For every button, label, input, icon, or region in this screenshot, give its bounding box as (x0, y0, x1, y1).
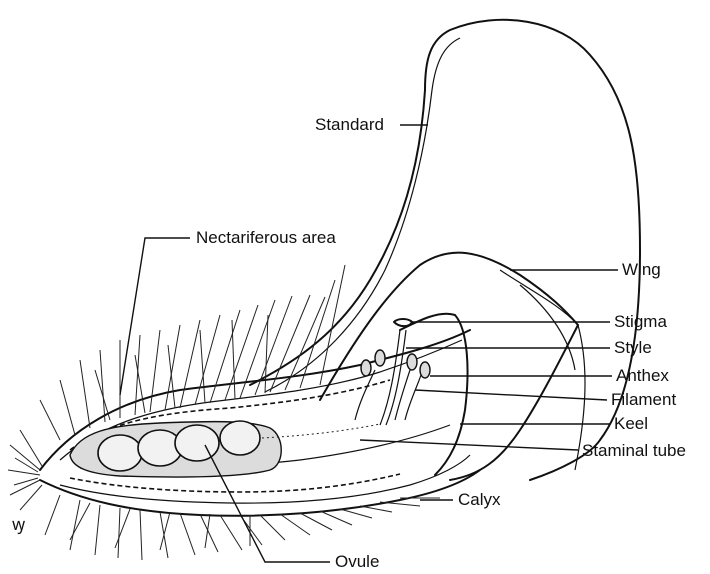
style-stem (380, 330, 406, 425)
base-mark: ꝡ (12, 515, 25, 535)
ovule-4 (220, 421, 260, 455)
label-standard: Standard (315, 115, 384, 134)
label-filament: Filament (611, 390, 676, 409)
staminal-leader (360, 440, 578, 450)
anther-2 (375, 350, 385, 366)
calyx-hairs-lower (45, 495, 440, 560)
ovule-3 (175, 425, 219, 461)
label-keel: Keel (614, 414, 648, 433)
filament-leader (415, 390, 607, 400)
label-nectariferous-area: Nectariferous area (196, 228, 336, 247)
label-anthex: Anthex (616, 366, 669, 385)
label-calyx: Calyx (458, 490, 501, 509)
label-style: Style (614, 338, 652, 357)
filament-2 (395, 370, 410, 420)
keel-outline (400, 314, 468, 475)
label-wing: Wing (622, 260, 661, 279)
standard-petal-inner (265, 38, 460, 392)
label-stigma: Stigma (614, 312, 667, 331)
label-staminal-tube: Staminal tube (582, 441, 686, 460)
anther-4 (420, 362, 430, 378)
calyx-hairs-base (8, 430, 42, 510)
anther-1 (361, 360, 371, 376)
tube-lower-outline (40, 470, 480, 516)
wing-petal-outline (320, 253, 578, 480)
stigma-head (394, 319, 412, 326)
tube-lower-inner-2 (70, 474, 400, 492)
label-ovule: Ovule (335, 552, 379, 571)
ovary-dotted-line (262, 424, 380, 438)
calyx-hairs-upper (40, 265, 345, 440)
standard-petal-outline (250, 20, 640, 480)
ovule-1 (98, 435, 142, 471)
filament-1 (355, 370, 375, 420)
anther-3 (407, 354, 417, 370)
